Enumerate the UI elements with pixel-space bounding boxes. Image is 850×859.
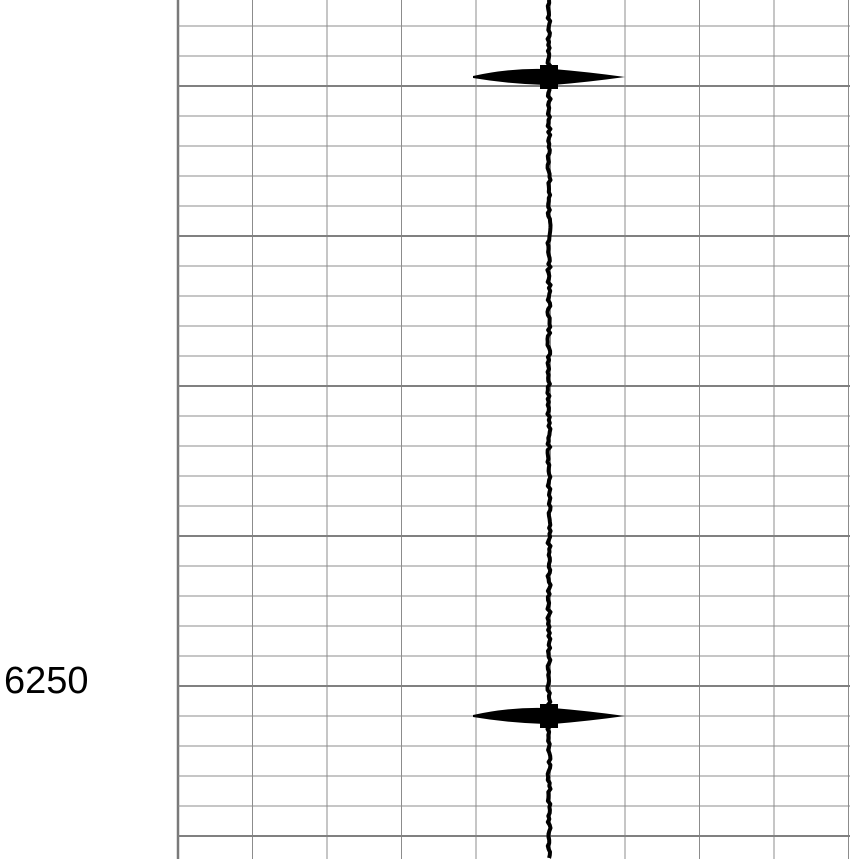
grid — [176, 0, 850, 859]
trace-spike — [473, 65, 625, 89]
y-tick-label-6250: 6250 — [4, 660, 89, 702]
spike-core — [540, 704, 558, 728]
spike-core — [540, 65, 558, 89]
trace-layer — [473, 0, 625, 859]
trace-spike — [473, 704, 625, 728]
